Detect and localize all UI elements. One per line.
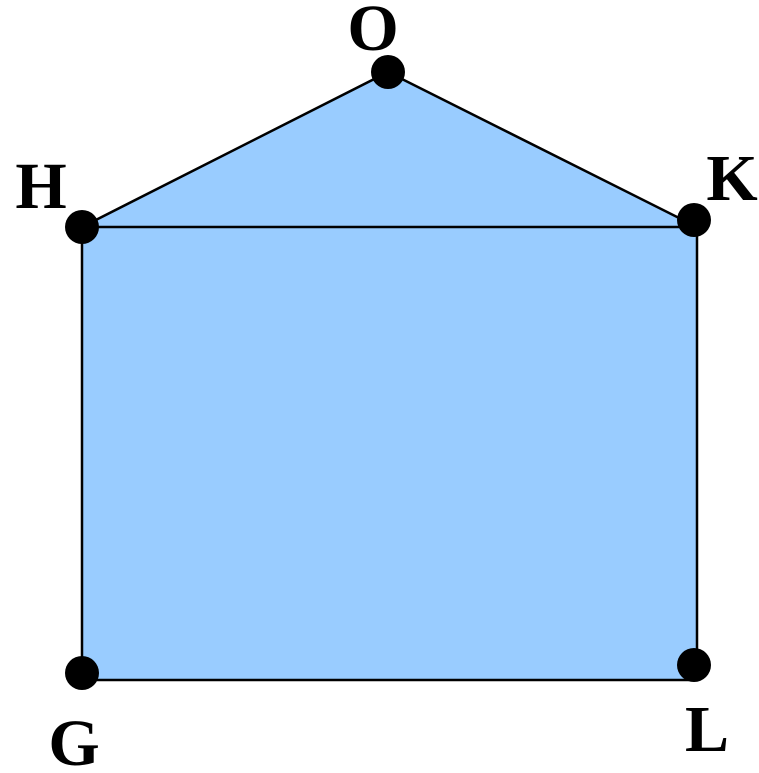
rectangle-outline	[80, 227, 699, 682]
vertex-point-l	[677, 648, 711, 682]
vertex-label-h: H	[15, 150, 66, 223]
vertex-label-o: O	[347, 0, 398, 65]
vertex-point-g	[65, 656, 99, 690]
vertex-point-k	[677, 203, 711, 237]
vertex-label-g: G	[48, 707, 99, 773]
vertex-label-k: K	[706, 142, 757, 215]
rectangle-fill	[82, 227, 697, 680]
vertex-label-l: L	[685, 693, 729, 766]
roof-triangle-fill	[82, 72, 697, 227]
vertex-point-h	[65, 210, 99, 244]
vertex-point-o	[371, 55, 405, 89]
